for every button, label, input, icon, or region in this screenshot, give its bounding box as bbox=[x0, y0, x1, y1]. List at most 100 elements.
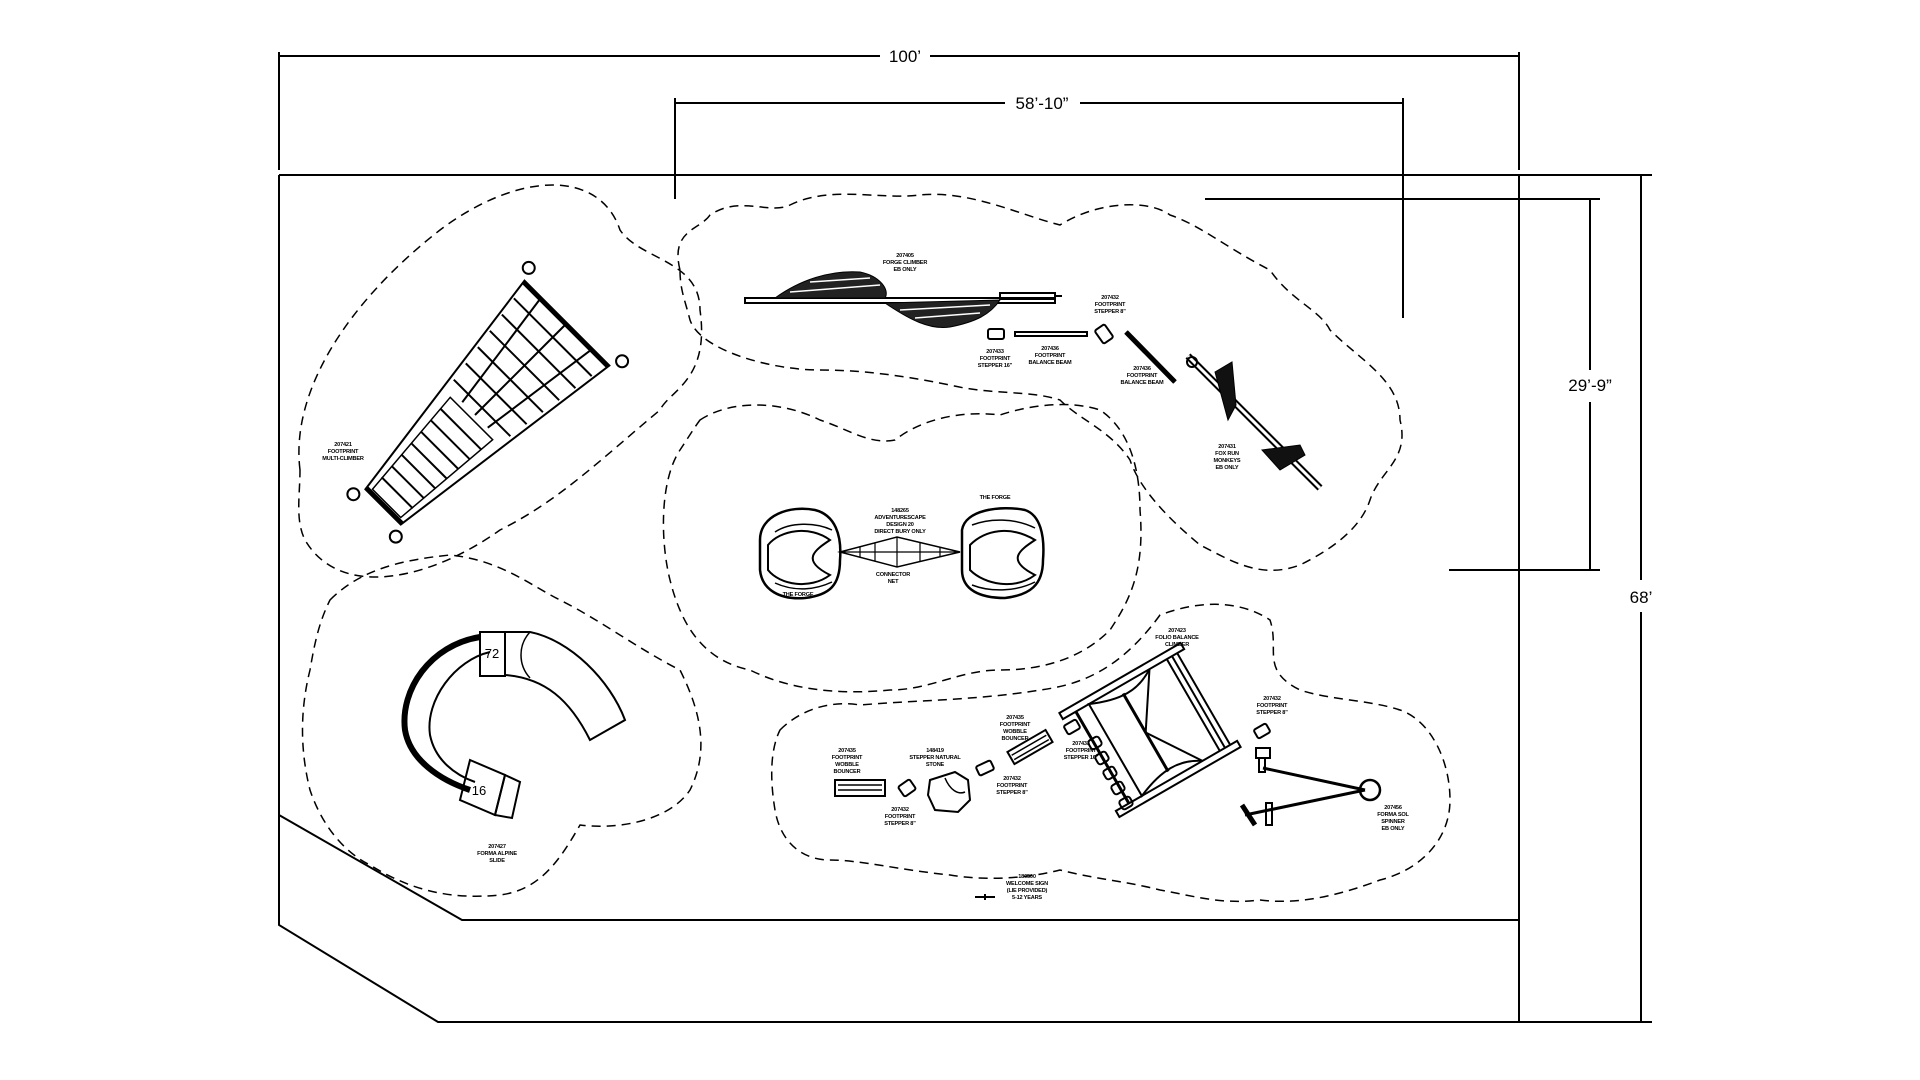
svg-text:207427: 207427 bbox=[488, 844, 506, 850]
svg-text:FOLIO BALANCE: FOLIO BALANCE bbox=[1155, 635, 1199, 641]
forge-left-structure bbox=[758, 507, 842, 600]
svg-text:FOOTPRINT: FOOTPRINT bbox=[1035, 353, 1066, 359]
alpine-slide-structure: 72 16 bbox=[401, 631, 627, 820]
wobble-bouncer-mid bbox=[1006, 728, 1054, 766]
label-wobble-bouncer-mid: 207435 FOOTPRINT WOBBLE BOUNCER bbox=[1000, 715, 1032, 742]
zone-alpine-slide bbox=[301, 554, 702, 897]
svg-text:DIRECT BURY ONLY: DIRECT BURY ONLY bbox=[874, 529, 926, 535]
svg-text:ADVENTURESCAPE: ADVENTURESCAPE bbox=[874, 515, 926, 521]
label-forge-right: THE FORGE bbox=[980, 495, 1011, 501]
svg-text:SPINNER: SPINNER bbox=[1381, 819, 1405, 825]
site-boundary bbox=[278, 174, 1520, 1023]
label-folio-climber: 207423 FOLIO BALANCE CLIMBER bbox=[1155, 628, 1199, 648]
stepper-icon bbox=[987, 328, 1005, 340]
sol-spinner-structure bbox=[1239, 747, 1382, 827]
dimension-overall-height: 68’ bbox=[1519, 174, 1652, 1023]
slide-deck-height-16: 16 bbox=[472, 783, 486, 798]
svg-text:WELCOME SIGN: WELCOME SIGN bbox=[1006, 881, 1048, 887]
balance-beam-1 bbox=[1014, 331, 1088, 337]
svg-text:STEPPER 8”: STEPPER 8” bbox=[884, 821, 916, 827]
stepper-icon bbox=[1094, 323, 1114, 345]
svg-text:207405: 207405 bbox=[896, 253, 914, 259]
svg-text:207421: 207421 bbox=[334, 442, 352, 448]
svg-text:STEPPER 16”: STEPPER 16” bbox=[978, 363, 1013, 369]
svg-text:EB ONLY: EB ONLY bbox=[1216, 465, 1239, 471]
zone-multi-climber bbox=[298, 184, 703, 578]
dimension-inner-height-label: 29’-9” bbox=[1568, 376, 1612, 395]
svg-text:FOOTPRINT: FOOTPRINT bbox=[1095, 302, 1126, 308]
svg-text:EB ONLY: EB ONLY bbox=[1382, 826, 1405, 832]
svg-text:STEPPER 16”: STEPPER 16” bbox=[1064, 755, 1099, 761]
svg-text:STEPPER 8”: STEPPER 8” bbox=[1094, 309, 1126, 315]
svg-text:207456: 207456 bbox=[1384, 805, 1402, 811]
forge-right-structure bbox=[960, 506, 1045, 600]
svg-text:BALANCE BEAM: BALANCE BEAM bbox=[1029, 360, 1073, 366]
multi-climber-structure bbox=[346, 260, 630, 544]
label-sol-spinner: 207456 FORMA SOL SPINNER EB ONLY bbox=[1377, 805, 1410, 832]
label-balance-beam-1: 207436 FOOTPRINT BALANCE BEAM bbox=[1029, 346, 1073, 366]
label-alpine-slide: 207427 FORMA ALPINE SLIDE bbox=[477, 844, 517, 864]
dimension-overall-width: 100’ bbox=[278, 47, 1520, 170]
label-forge-left: THE FORGE bbox=[783, 592, 814, 598]
sign-arrow-icon bbox=[975, 894, 995, 900]
dimension-inner-width: 58’-10” bbox=[674, 94, 1404, 318]
svg-text:FOOTPRINT: FOOTPRINT bbox=[1066, 748, 1097, 754]
svg-text:BOUNCER: BOUNCER bbox=[1002, 736, 1029, 742]
svg-text:STEPPER NATURAL: STEPPER NATURAL bbox=[909, 755, 961, 761]
label-adventurescape: 148265 ADVENTURESCAPE DESIGN 20 DIRECT B… bbox=[874, 508, 926, 535]
svg-text:5-12 YEARS: 5-12 YEARS bbox=[1012, 895, 1042, 901]
label-forge-climber: 207405 FORGE CLIMBER EB ONLY bbox=[883, 253, 928, 273]
svg-text:180500: 180500 bbox=[1018, 874, 1036, 880]
svg-text:FOOTPRINT: FOOTPRINT bbox=[980, 356, 1011, 362]
wobble-bouncer-left bbox=[834, 779, 886, 797]
svg-text:207435: 207435 bbox=[838, 748, 856, 754]
forge-climber-structure bbox=[744, 271, 1062, 329]
svg-text:MONKEYS: MONKEYS bbox=[1214, 458, 1241, 464]
svg-text:BALANCE BEAM: BALANCE BEAM bbox=[1121, 380, 1165, 386]
svg-text:FORMA ALPINE: FORMA ALPINE bbox=[477, 851, 517, 857]
stepper-icon bbox=[1063, 718, 1271, 811]
svg-text:STONE: STONE bbox=[926, 762, 945, 768]
svg-text:FORGE CLIMBER: FORGE CLIMBER bbox=[883, 260, 927, 266]
svg-text:NET: NET bbox=[888, 579, 899, 585]
natural-stone bbox=[926, 770, 972, 814]
svg-text:207431: 207431 bbox=[1218, 444, 1236, 450]
svg-text:207432: 207432 bbox=[1101, 295, 1119, 301]
svg-text:FOOTPRINT: FOOTPRINT bbox=[1127, 373, 1158, 379]
svg-text:FOX RUN: FOX RUN bbox=[1215, 451, 1239, 457]
svg-text:WOBBLE: WOBBLE bbox=[835, 762, 859, 768]
svg-text:EB ONLY: EB ONLY bbox=[894, 267, 917, 273]
svg-text:FOOTPRINT: FOOTPRINT bbox=[1257, 703, 1288, 709]
svg-text:SLIDE: SLIDE bbox=[489, 858, 505, 864]
label-wobble-bouncer-left: 207435 FOOTPRINT WOBBLE BOUNCER bbox=[832, 748, 864, 775]
svg-text:MULTI-CLIMBER: MULTI-CLIMBER bbox=[322, 456, 364, 462]
label-stepper-8-right: 207432 FOOTPRINT STEPPER 8” bbox=[1256, 696, 1288, 716]
slide-deck-height-72: 72 bbox=[485, 646, 499, 661]
svg-text:148265: 148265 bbox=[891, 508, 909, 514]
svg-text:FOOTPRINT: FOOTPRINT bbox=[885, 814, 916, 820]
svg-text:207436: 207436 bbox=[1133, 366, 1151, 372]
label-natural-stone: 148419 STEPPER NATURAL STONE bbox=[909, 748, 961, 768]
svg-text:WOBBLE: WOBBLE bbox=[1003, 729, 1027, 735]
label-connector-net: CONNECTOR NET bbox=[876, 572, 911, 585]
label-welcome-sign: 180500 WELCOME SIGN (LIE PROVIDED) 5-12 … bbox=[1006, 874, 1048, 901]
svg-text:FORMA SOL: FORMA SOL bbox=[1377, 812, 1409, 818]
dimension-inner-height: 29’-9” bbox=[1205, 198, 1612, 571]
svg-text:148419: 148419 bbox=[926, 748, 944, 754]
svg-text:207433: 207433 bbox=[1072, 741, 1090, 747]
svg-text:DESIGN 20: DESIGN 20 bbox=[886, 522, 914, 528]
svg-text:207436: 207436 bbox=[1041, 346, 1059, 352]
label-multi-climber: 207421 FOOTPRINT MULTI-CLIMBER bbox=[322, 442, 364, 462]
stepper-icon bbox=[897, 778, 917, 798]
svg-text:(LIE PROVIDED): (LIE PROVIDED) bbox=[1007, 888, 1048, 894]
zone-forge-climber bbox=[677, 193, 1403, 572]
svg-text:FOOTPRINT: FOOTPRINT bbox=[1000, 722, 1031, 728]
folio-climber-structure bbox=[1058, 641, 1242, 819]
connector-net bbox=[837, 536, 961, 568]
dimension-overall-width-label: 100’ bbox=[889, 47, 921, 66]
svg-text:BOUNCER: BOUNCER bbox=[834, 769, 861, 775]
svg-text:STEPPER 8”: STEPPER 8” bbox=[1256, 710, 1288, 716]
svg-text:FOOTPRINT: FOOTPRINT bbox=[328, 449, 359, 455]
svg-text:STEPPER 8”: STEPPER 8” bbox=[996, 790, 1028, 796]
